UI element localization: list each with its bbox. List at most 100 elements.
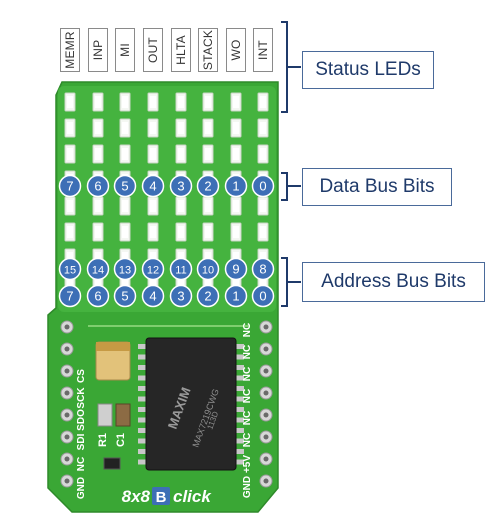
address-low-badge-label-1: 6	[94, 289, 101, 304]
left-pad-hole-6	[65, 457, 70, 462]
address-bus-bracket	[281, 258, 301, 306]
capacitor-band	[96, 342, 130, 351]
led-lens-r2-c7	[260, 148, 266, 160]
product-badge-letter: B	[156, 489, 167, 506]
led-lens-r2-c0	[67, 148, 73, 160]
led-lens-r0-c2	[122, 96, 128, 108]
led-lens-r5-c1	[95, 226, 101, 238]
led-lens-r1-c1	[95, 122, 101, 134]
left-pad-hole-0	[65, 325, 70, 330]
led-lens-r4-c0	[67, 200, 73, 212]
led-lens-r1-c7	[260, 122, 266, 134]
left-pin-label-2: SDO	[76, 409, 87, 431]
led-lens-r4-c5	[205, 200, 211, 212]
led-lens-r0-c5	[205, 96, 211, 108]
led-lens-r1-c5	[205, 122, 211, 134]
left-pin-labels: CS SCKSDO SDI NC GND	[76, 369, 87, 499]
address-high-badge-label-5: 10	[202, 265, 214, 277]
led-lens-r1-c3	[150, 122, 156, 134]
left-pad-hole-3	[65, 391, 70, 396]
left-pin-label-0: CS	[76, 369, 87, 383]
led-lens-r5-c7	[260, 226, 266, 238]
left-pad-hole-5	[65, 435, 70, 440]
data-bus-callout-text: Data Bus Bits	[319, 176, 434, 198]
left-pin-label-1: SCK	[76, 387, 87, 409]
led-lens-r5-c5	[205, 226, 211, 238]
led-lens-r5-c2	[122, 226, 128, 238]
led-lens-r1-c2	[122, 122, 128, 134]
led-lens-r2-c4	[178, 148, 184, 160]
address-low-badge-label-5: 2	[204, 289, 211, 304]
led-lens-r5-c0	[67, 226, 73, 238]
status-label-inp: INP	[88, 28, 108, 72]
right-pad-hole-6	[264, 457, 269, 462]
left-pad-hole-1	[65, 347, 70, 352]
left-pin-label-4: NC	[76, 457, 87, 471]
led-lens-r4-c3	[150, 200, 156, 212]
status-bracket	[281, 22, 301, 112]
status-label-text: MEMR	[63, 31, 77, 68]
right-pin-label-5: NC	[242, 433, 253, 447]
led-lens-r2-c2	[122, 148, 128, 160]
address-bus-callout-text: Address Bus Bits	[321, 271, 466, 293]
status-leds-callout-text: Status LEDs	[315, 59, 421, 81]
address-low-badge-label-4: 3	[177, 289, 184, 304]
led-lens-r0-c3	[150, 96, 156, 108]
led-lens-r2-c1	[95, 148, 101, 160]
data-bus-badge-label-7: 0	[259, 179, 266, 194]
led-lens-r1-c6	[233, 122, 239, 134]
led-lens-r0-c0	[67, 96, 73, 108]
led-lens-r4-c1	[95, 200, 101, 212]
data-bus-badge-label-0: 7	[66, 179, 73, 194]
status-label-text: INT	[256, 40, 270, 60]
led-lens-r0-c7	[260, 96, 266, 108]
right-pin-label-7: GND	[242, 476, 253, 498]
address-low-badge-label-7: 0	[259, 289, 266, 304]
data-bus-bracket	[281, 173, 301, 200]
right-pad-hole-1	[264, 347, 269, 352]
status-label-memr: MEMR	[60, 28, 80, 72]
right-pin-label-0: NC	[242, 323, 253, 337]
led-lens-r0-c1	[95, 96, 101, 108]
right-pin-label-2: NC	[242, 367, 253, 381]
product-prefix: 8x8	[122, 487, 151, 506]
left-pin-label-3: SDI	[76, 433, 87, 450]
right-pin-label-4: NC	[242, 411, 253, 425]
right-pad-hole-7	[264, 479, 269, 484]
status-leds-callout: Status LEDs	[302, 51, 434, 89]
right-pin-label-3: NC	[242, 389, 253, 403]
address-low-badge-label-2: 5	[121, 289, 128, 304]
led-lens-r1-c0	[67, 122, 73, 134]
left-pad-hole-7	[65, 479, 70, 484]
led-lens-r2-c3	[150, 148, 156, 160]
led-lens-r4-c2	[122, 200, 128, 212]
led-lens-r0-c6	[233, 96, 239, 108]
right-pad-hole-3	[264, 391, 269, 396]
right-pad-hole-0	[264, 325, 269, 330]
right-pad-hole-2	[264, 369, 269, 374]
product-suffix: click	[173, 487, 212, 506]
led-lens-r4-c7	[260, 200, 266, 212]
address-high-badge-label-7: 8	[259, 262, 266, 277]
led-lens-r2-c6	[233, 148, 239, 160]
left-pad-hole-4	[65, 413, 70, 418]
led-lens-r5-c4	[178, 226, 184, 238]
small-part	[104, 458, 120, 469]
left-pin-label-5: GND	[76, 477, 87, 499]
status-label-wo: WO	[226, 28, 246, 72]
led-lens-r5-c3	[150, 226, 156, 238]
status-label-mi: MI	[115, 28, 135, 72]
status-label-hlta: HLTA	[171, 28, 191, 72]
led-matrix-area	[58, 86, 276, 312]
status-label-text: OUT	[146, 37, 160, 63]
right-pin-label-6: +5V	[242, 455, 253, 473]
address-high-badge-label-4: 11	[175, 265, 186, 277]
data-bus-badge-label-2: 5	[121, 179, 128, 194]
status-label-text: STACK	[201, 30, 215, 70]
label-c1: C1	[115, 433, 127, 447]
address-high-badge-label-2: 13	[119, 265, 131, 277]
status-label-text: HLTA	[174, 35, 188, 65]
status-label-stack: STACK	[198, 28, 218, 72]
label-r1: R1	[97, 433, 109, 447]
